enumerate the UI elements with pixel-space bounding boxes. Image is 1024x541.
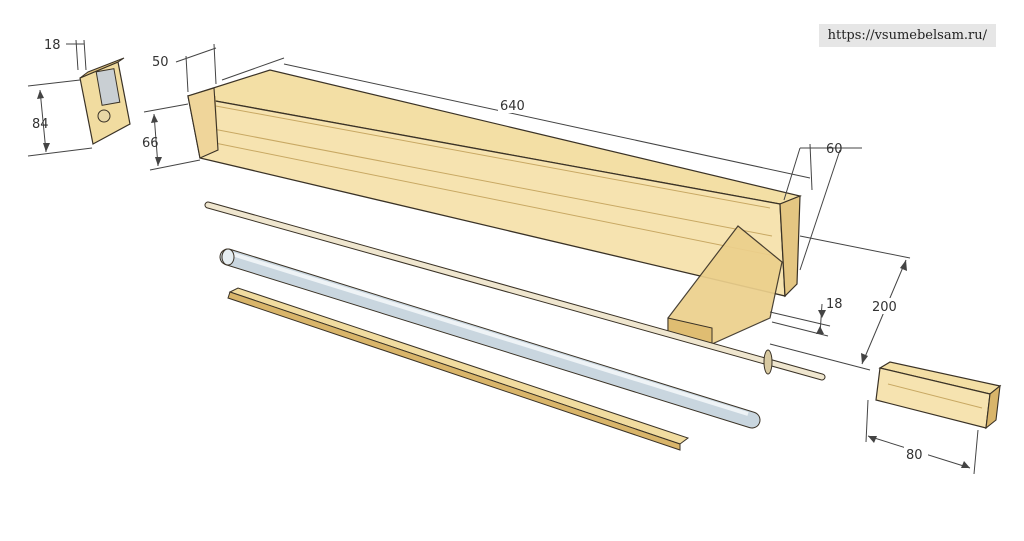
dimension-label-18-top: 18 xyxy=(44,38,61,53)
block-end-face xyxy=(985,384,1001,430)
rail-front-face xyxy=(227,291,681,451)
bracket-side-face xyxy=(79,57,125,79)
rod-part xyxy=(204,201,826,381)
dimension-label-18-side: 18 xyxy=(826,297,843,312)
fence-end-face xyxy=(779,195,801,298)
bracket-screw xyxy=(97,109,111,123)
dimension-84: 84 xyxy=(27,79,93,157)
dimension-label-80: 80 xyxy=(906,448,923,463)
dimension-label-50: 50 xyxy=(152,55,169,70)
dimension-label-66: 66 xyxy=(142,136,159,151)
dimension-label-60: 60 xyxy=(826,142,843,157)
dimension-label-200: 200 xyxy=(872,300,897,315)
dimension-18-top: 18 xyxy=(44,38,87,71)
block-part xyxy=(875,361,1002,430)
tube-part xyxy=(219,248,761,429)
bracket-slot xyxy=(95,68,121,106)
watermark-url[interactable]: https://vsumebelsam.ru/ xyxy=(818,24,996,47)
tube-end xyxy=(221,248,235,266)
bracket-part xyxy=(79,57,131,145)
dimension-60: 60 xyxy=(783,142,862,271)
dimension-label-640: 640 xyxy=(500,99,525,114)
dimension-18-side: 18 xyxy=(769,297,843,337)
dimension-200: 200 xyxy=(769,235,911,371)
fence-body xyxy=(187,69,802,345)
rail-part xyxy=(227,287,690,451)
rail-top-face xyxy=(228,287,690,445)
dimension-label-84: 84 xyxy=(32,117,49,132)
dimension-640: 640 xyxy=(221,57,813,191)
dimension-66: 66 xyxy=(142,103,201,171)
fence-left-end xyxy=(187,87,219,159)
dimension-50: 50 xyxy=(152,43,217,93)
rod-washer xyxy=(763,349,773,375)
dimension-80: 80 xyxy=(865,399,979,475)
